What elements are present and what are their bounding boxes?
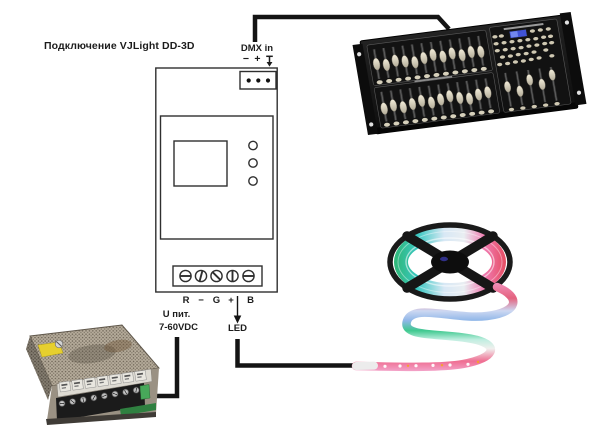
controller-schematic (155, 67, 278, 293)
terminal-label-plus: + (228, 295, 234, 306)
dmx-pin-plus-label: + (254, 53, 261, 65)
terminal-screws (179, 269, 255, 283)
earth-ground-icon (265, 55, 273, 67)
psu-terminal-labels (58, 369, 147, 393)
terminal-label-g: G (212, 295, 221, 306)
dmx-pin-minus-label: − (242, 52, 250, 65)
power-supply-photo (26, 324, 160, 425)
display-window (173, 140, 228, 187)
led-strip-curve (351, 282, 518, 372)
diagram-title: Подключение VJLight DD-3D (44, 40, 195, 52)
power-label-line2: 7-60VDC (158, 322, 199, 333)
led-wire (235, 339, 353, 368)
led-arrow (233, 296, 242, 324)
dmx-in-label: DMX in (240, 43, 274, 54)
led-strip-photo (351, 222, 518, 372)
panel-buttons (248, 140, 258, 186)
terminal-label-r: R (182, 295, 190, 306)
psu-green-connector (139, 384, 151, 400)
psu-screws (58, 386, 140, 407)
dmx-console-photo (352, 11, 587, 135)
power-label-line1: U пит. (162, 309, 191, 320)
dmx-wire (252, 14, 451, 42)
terminal-label-b: B (247, 295, 254, 306)
dmx-connector-pins (246, 78, 271, 83)
led-label: LED (228, 323, 247, 334)
terminal-label-minus: − (198, 295, 204, 306)
